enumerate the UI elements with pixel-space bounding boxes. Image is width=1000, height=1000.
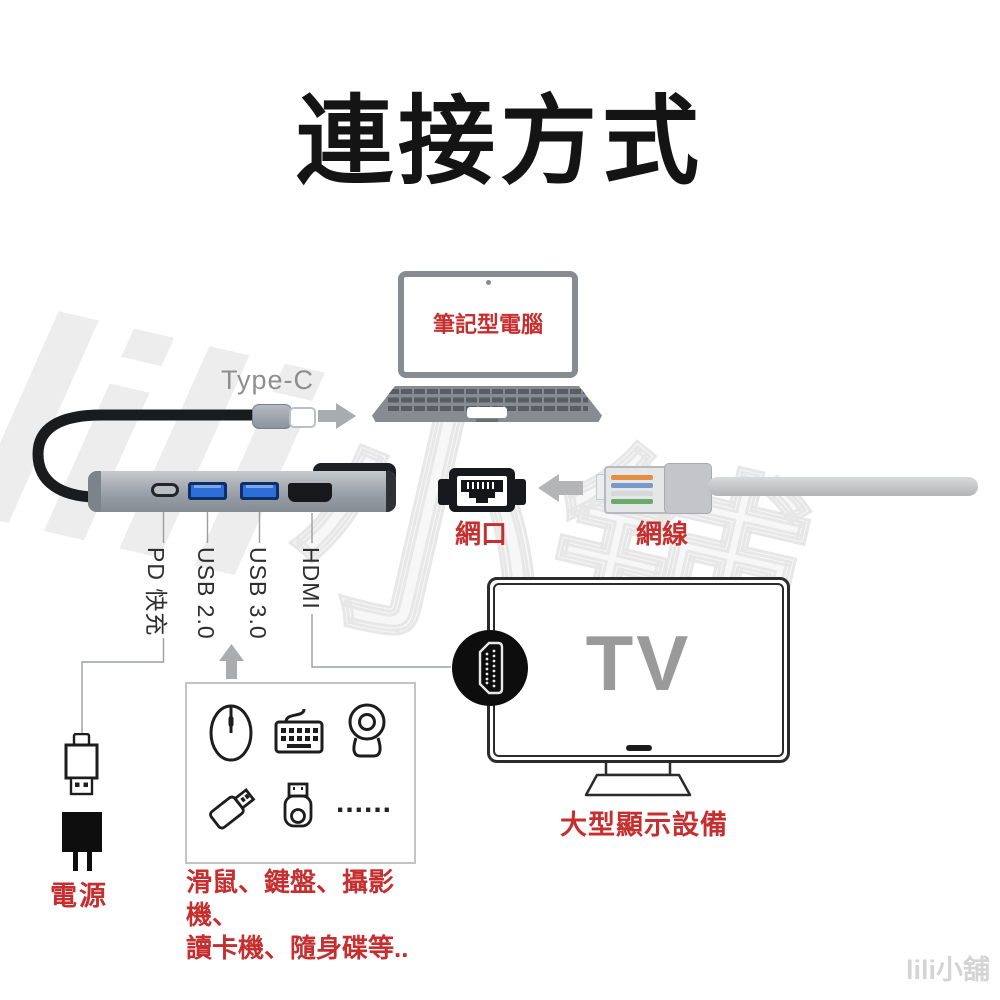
network-cable-plug [604,466,670,514]
arrow-up-icon [219,644,244,679]
rj45-port-wing-left [438,479,451,505]
peripherals-caption: 滑鼠、鍵盤、攝影機、 讀卡機、隨身碟等.. [186,866,436,965]
wire-white [611,491,653,496]
tv-bezel-notch [625,745,652,751]
hdmi-to-tv-line [311,614,451,668]
network-cable [708,477,978,496]
network-cable-label: 網線 [636,519,689,549]
tv-screen: TV [493,583,784,757]
network-cable-boot [664,463,712,514]
usb-hub-body [88,471,396,512]
port-label-usb20: USB 2.0 [193,547,219,640]
tv-caption: 大型顯示設備 [560,810,728,840]
power-caption: 電源 [50,881,108,911]
arrow-left-icon [538,474,583,502]
keyboard-icon [274,708,324,754]
hub-right-cap [386,471,396,512]
rj45-plug-icon [461,480,503,503]
tv-stand-base [584,773,692,797]
port-leader-lines [162,512,313,543]
usb-dongle-icon [283,782,313,828]
wire-orange [611,475,653,480]
hub-usb-c-port [151,483,179,497]
usb-plug-icon [64,733,99,796]
laptop-keys [386,389,588,411]
page-title: 連接方式 [296,87,704,196]
arrow-right-icon [318,403,356,429]
mouse-icon [209,704,253,762]
port-label-pd: PD 快充 [143,547,169,637]
hub-hdmi-port [288,483,332,502]
hdmi-connector-badge [452,630,528,706]
laptop-touchpad [467,407,507,418]
network-port-label: 網口 [455,519,508,549]
laptop-screen: 筆記型電腦 [398,271,578,378]
laptop-label: 筆記型電腦 [432,312,543,337]
tv-screen-text: TV [585,618,692,707]
pd-to-power-line [81,638,165,733]
peripherals-caption-line1: 滑鼠、鍵盤、攝影機、 [186,867,395,930]
webcam-icon [348,703,386,758]
hub-usb-port-1 [188,482,227,500]
type-c-connector-tip [289,407,316,428]
hub-usb-port-2 [240,482,279,500]
wire-green [611,499,653,504]
wire-blue [611,483,653,488]
peripherals-caption-line2: 讀卡機、隨身碟等.. [186,933,409,963]
hub-left-cap [88,471,101,512]
ellipsis-text: ...... [336,786,393,819]
usb-port-tab [246,485,273,488]
port-label-hdmi: HDMI [298,547,324,610]
laptop-camera-dot [486,280,491,285]
port-label-usb30: USB 3.0 [245,547,271,640]
adapter-prong-right [87,852,92,871]
type-c-connector [252,404,292,429]
tv-display: TV [487,577,790,763]
watermark-corner: lili小舖 [905,955,990,985]
hdmi-plug-icon [478,641,504,695]
usb-drive-icon [209,787,256,830]
laptop-notch [476,419,498,422]
laptop-keyboard-base [372,386,602,422]
adapter-prong-left [73,852,78,871]
rj45-port-wing-right [513,479,526,505]
type-c-label: Type-C [221,365,315,395]
usb-port-tab [194,485,221,488]
power-adapter [62,812,102,852]
